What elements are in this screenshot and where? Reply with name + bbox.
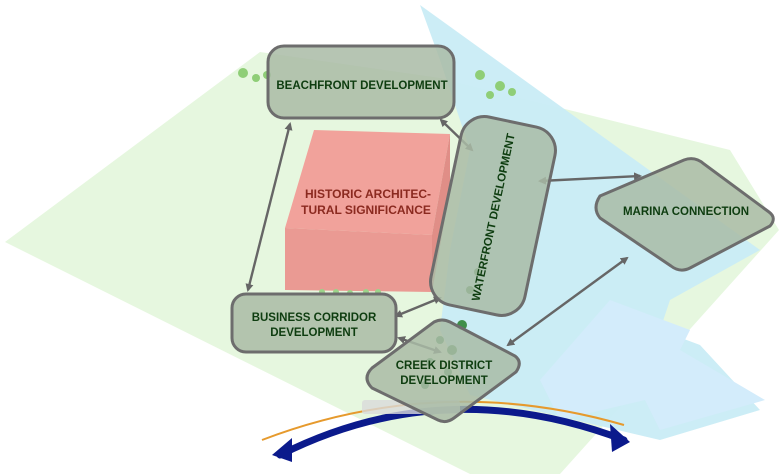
node-beachfront [266, 44, 456, 120]
node-marina [594, 157, 775, 272]
arrow-waterfront-marina [538, 172, 642, 185]
waterway-area [420, 5, 760, 440]
business-label-line1: BUSINESS CORRIDOR [252, 312, 377, 324]
historic-block [285, 130, 450, 292]
creek-label-line2: DEVELOPMENT [400, 375, 488, 387]
historic-label-line2: TURAL SIGNIFICANCE [301, 203, 431, 217]
arrow-creek-marina [506, 256, 629, 347]
arrow-waterfront-business [394, 296, 442, 318]
node-waterfront [429, 115, 557, 317]
historic-label-line1: HISTORIC ARCHITEC- [305, 187, 431, 201]
arrow-beachfront-business [245, 122, 293, 292]
business-label-line2: DEVELOPMENT [270, 327, 358, 339]
tree-cluster-beach-right [475, 70, 516, 99]
beachfront-label: BEACHFRONT DEVELOPMENT [276, 80, 447, 92]
creek-label-line1: CREEK DISTRICT [396, 360, 492, 372]
bridge-arrowhead-right [610, 424, 630, 452]
node-creek [365, 318, 521, 424]
bridge-arrowhead-left [272, 438, 292, 462]
marina-label: MARINA CONNECTION [623, 206, 749, 218]
node-business [230, 292, 398, 354]
